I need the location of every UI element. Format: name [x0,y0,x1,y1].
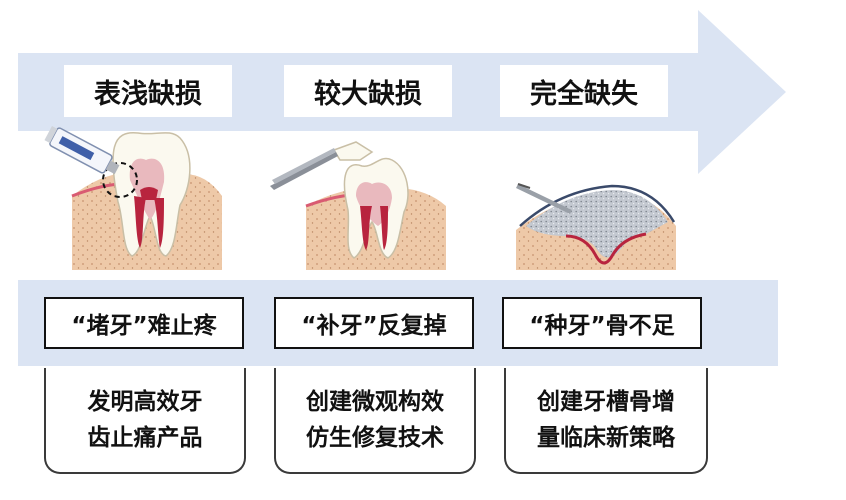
illustration-surface-defect [44,126,222,270]
illustration-large-defect [270,141,446,270]
solution-line: 创建微观构效 [306,389,444,415]
solution-line: 创建牙槽骨增 [537,389,675,415]
illustration-complete-loss [516,183,676,270]
tweezers-icon [270,148,338,190]
solution-line: 量临床新策略 [537,425,675,451]
problem-label-restoration: “补牙”反复掉 [274,297,474,349]
probe-instrument-icon [516,183,572,214]
problem-label-implant: “种牙”骨不足 [502,297,702,349]
solution-box-large-defect: 创建微观构效 仿生修复技术 [274,368,476,474]
solution-box-complete-loss: 创建牙槽骨增 量临床新策略 [504,368,708,474]
stage-title-large-defect: 较大缺损 [284,65,452,117]
problem-label-filling: “堵牙”难止疼 [44,297,244,349]
defect-marker-icon [102,162,138,198]
paste-tube-icon [44,126,120,175]
solution-box-surface-defect: 发明高效牙 齿止痛产品 [44,368,246,474]
solution-line: 发明高效牙 [87,389,203,415]
stage-title-complete-loss: 完全缺失 [500,65,668,117]
stage-title-surface-defect: 表浅缺损 [64,65,232,117]
solution-line: 仿生修复技术 [306,425,444,451]
solution-line: 齿止痛产品 [87,425,203,451]
